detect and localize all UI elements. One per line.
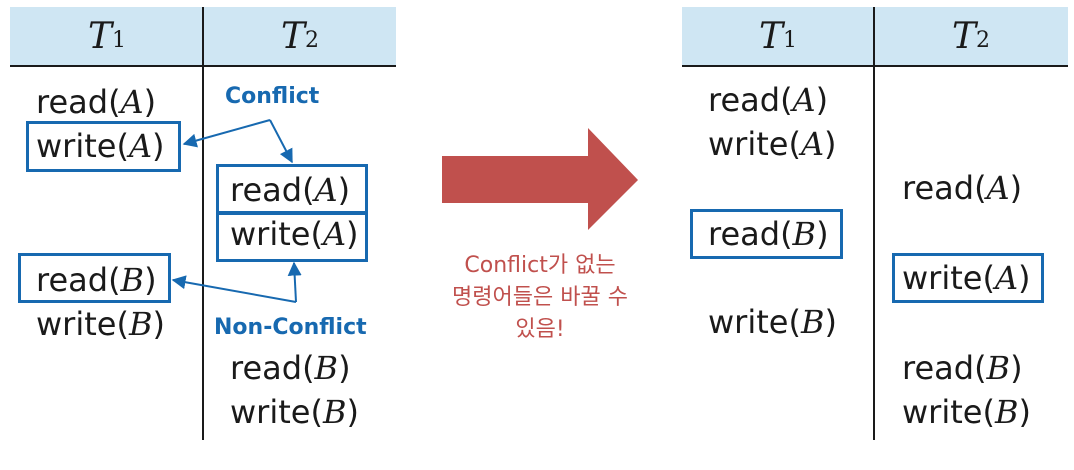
conflict-arrow-to-t2-read-a [269,119,293,164]
swap-note-line-1: Conflict가 없는 [464,253,616,278]
left-t1-op-3: read(B) [36,261,157,299]
conflict-arrow-to-t1-write-a [182,119,271,148]
header-t1-base: T [87,15,112,57]
left-t2-op-2: write(A) [230,215,359,253]
highlight-box-t1-write-a [26,121,181,172]
header-t2-sub: 2 [305,27,319,53]
left-t2-op-4: write(B) [230,393,359,431]
right-header-t2-sub: 2 [976,27,990,53]
highlight-box-t2-write-a [216,212,368,262]
non-conflict-arrow-to-t2-write-a [287,261,302,303]
highlight-box-right-t1-read-b [690,209,843,259]
conflict-arrows [182,119,293,164]
right-t2-op-4: write(B) [902,393,1031,431]
left-t1-op-2: write(A) [36,127,165,165]
right-t1-op-4: write(B) [708,303,837,341]
right-column-divider [873,7,875,440]
swap-note-line-2: 명령어들은 바꿀 수 [452,285,628,310]
right-t1-op-2: write(A) [708,125,837,163]
right-arrow-shape [442,128,638,230]
swap-note: Conflict가 없는 명령어들은 바꿀 수 있음! [410,250,670,346]
right-header-t1-base: T [758,15,783,57]
right-t2-op-2: write(A) [902,259,1031,297]
right-t2-op-3: read(B) [902,349,1023,387]
left-column-divider [202,7,204,440]
highlight-box-t1-read-b [18,253,171,303]
highlight-box-right-t2-write-a [892,253,1044,303]
non-conflict-arrow-to-t1-read-b [171,275,297,303]
header-t1-sub: 1 [112,27,126,53]
swap-note-line-3: 있음! [515,317,565,342]
left-t2-op-3: read(B) [230,349,351,387]
header-t2-base: T [280,15,305,57]
right-t2-op-1: read(A) [902,169,1023,207]
right-header-t1-sub: 1 [783,27,797,53]
right-t1-op-1: read(A) [708,81,829,119]
non-conflict-arrows [171,261,302,303]
left-t2-op-1: read(A) [230,171,351,209]
conflict-label: Conflict [225,84,320,109]
non-conflict-label: Non-Conflict [214,315,367,340]
left-t1-op-4: write(B) [36,305,165,343]
left-t1-op-1: read(A) [36,83,157,121]
right-t1-op-3: read(B) [708,215,829,253]
right-header-t2-base: T [951,15,976,57]
